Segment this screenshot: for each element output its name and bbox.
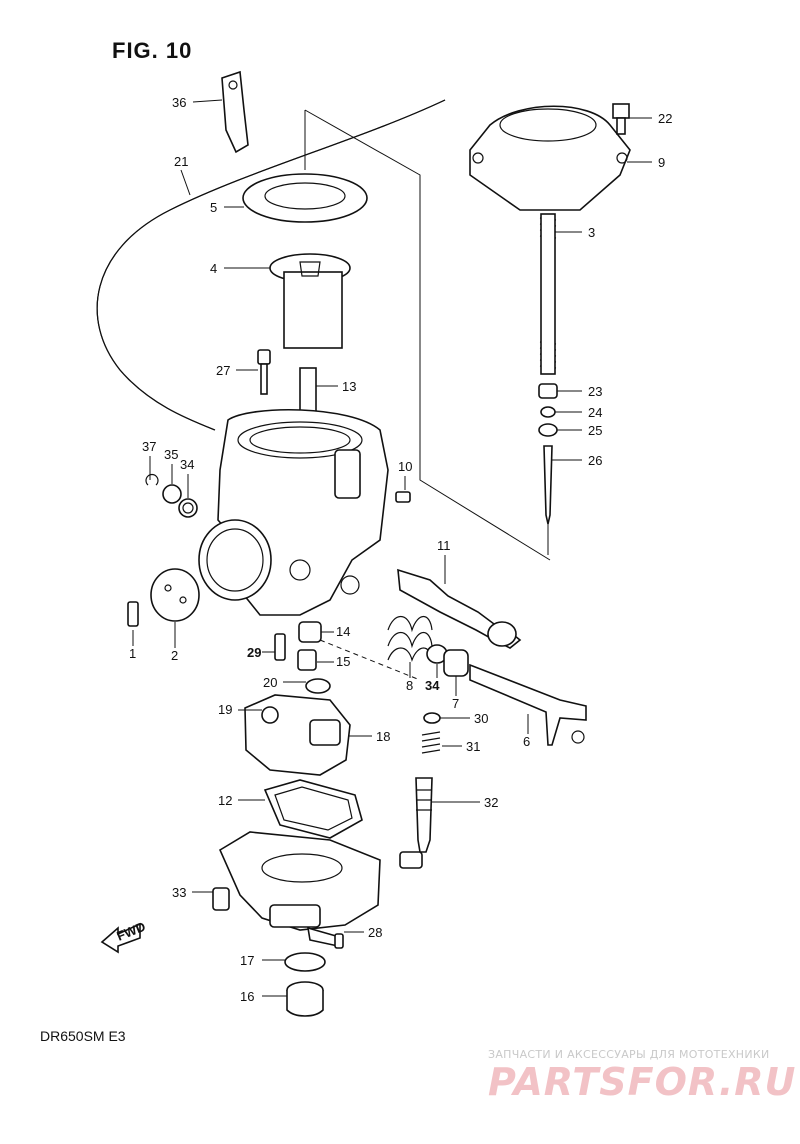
- callout-1: 1: [129, 646, 136, 661]
- callout-14: 14: [336, 624, 350, 639]
- callout-36: 37: [142, 439, 156, 454]
- part-6-throttle-shaft: [469, 663, 587, 746]
- model-code: DR650SM E3: [40, 1028, 126, 1044]
- guide-dash-14: [319, 639, 421, 681]
- callout-6: 6: [523, 734, 530, 749]
- carburetor-inlet: [198, 519, 272, 601]
- callout-15: 15: [336, 654, 350, 669]
- callout-12: 12: [218, 793, 232, 808]
- callout-29: 29: [247, 645, 261, 660]
- callout-11: 11: [437, 538, 451, 553]
- callout-16: 16: [240, 989, 254, 1004]
- part-28-drain-screw: [307, 926, 340, 948]
- part-2-plate: [150, 568, 200, 622]
- part-31-spring: [421, 731, 441, 754]
- callout-21: 21: [174, 154, 188, 169]
- part-7-holder: [443, 649, 469, 677]
- callout-32: 32: [484, 795, 498, 810]
- part-12-gasket: [263, 779, 363, 839]
- part-16-plug-body: [286, 990, 324, 1017]
- part-14-cap: [298, 621, 322, 643]
- callout-8: 8: [406, 678, 413, 693]
- callout-7: 7: [452, 696, 459, 711]
- callout-31: 31: [466, 739, 480, 754]
- part-23-spacer: [538, 383, 558, 399]
- part-32-pump-rod: [415, 777, 433, 853]
- callout-17: 17: [240, 953, 254, 968]
- callout-18: 18: [376, 729, 390, 744]
- fwd-arrow-icon: FWD: [100, 919, 148, 954]
- callout-25: 25: [588, 423, 602, 438]
- part-30-oring: [423, 712, 441, 724]
- callout-26: 26: [588, 453, 602, 468]
- part-5-diaphragm: [242, 173, 368, 223]
- callout-2: 2: [171, 648, 178, 663]
- callout-19: 19: [218, 702, 232, 717]
- callout-4: 4: [210, 261, 217, 276]
- callout-10: 10: [398, 459, 412, 474]
- part-26-needle: [543, 445, 553, 525]
- part-1-screw: [127, 601, 139, 627]
- part-25-washer: [538, 423, 558, 437]
- part-3-spring: [539, 213, 557, 375]
- callout-labels: 36 21 5 4 22 9 3 27 13 23 24 25 26 37 36…: [129, 95, 672, 1004]
- part-35-ring: [162, 484, 182, 504]
- callout-27: 27: [216, 363, 230, 378]
- callout-28: 28: [368, 925, 382, 940]
- part-33-screw: [212, 887, 230, 911]
- callout-13: 13: [342, 379, 356, 394]
- watermark-logo: PARTSFOR.RU: [488, 1060, 797, 1104]
- part-29-plug: [274, 633, 286, 661]
- callout-34-label-a: 34: [180, 457, 194, 472]
- part-36-clip: [145, 474, 159, 486]
- callout-33: 33: [172, 885, 186, 900]
- figure-title: FIG. 10: [112, 38, 193, 63]
- callout-37: 36: [172, 95, 186, 110]
- callout-5: 5: [210, 200, 217, 215]
- callout-20: 20: [263, 675, 277, 690]
- part-8-spring: [387, 615, 433, 663]
- part-27-screw: [257, 349, 271, 365]
- float-bowl: [218, 831, 381, 931]
- leader-lines: [132, 99, 652, 997]
- part-34-oring: [178, 498, 198, 518]
- guide-line-right: [304, 109, 551, 561]
- part-24-clip: [540, 406, 556, 418]
- watermark-tagline: ЗАПЧАСТИ И АКСЕССУАРЫ ДЛЯ МОТОТЕХНИКИ: [488, 1048, 770, 1061]
- callout-9: 9: [658, 155, 665, 170]
- part-4-piston-body: [283, 271, 343, 349]
- callout-34-label-b: 34: [425, 678, 440, 693]
- part-19-screw: [261, 706, 279, 724]
- part-15-jet: [297, 649, 317, 671]
- part-9-top-cap: [469, 105, 631, 211]
- part-22-screw: [612, 103, 630, 119]
- part-10-screw: [395, 491, 411, 503]
- callout-35-label: 35: [164, 447, 178, 462]
- callout-24: 24: [588, 405, 602, 420]
- part-20-oring: [305, 678, 331, 694]
- callout-3: 3: [588, 225, 595, 240]
- callout-22: 22: [658, 111, 672, 126]
- callout-30: 30: [474, 711, 488, 726]
- callout-23: 23: [588, 384, 602, 399]
- part-17-oring: [284, 952, 326, 972]
- part-37-bracket: [221, 70, 249, 154]
